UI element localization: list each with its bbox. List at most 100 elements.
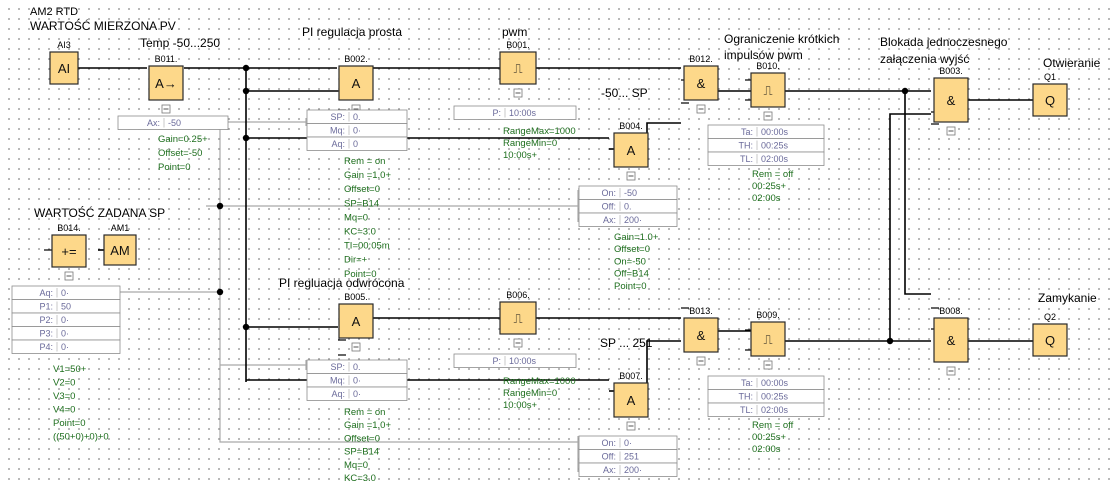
and-icon: & <box>697 328 706 343</box>
and-icon: & <box>947 93 956 108</box>
param-row[interactable] <box>306 136 408 151</box>
param-value: -50 <box>168 118 181 128</box>
param-table-0[interactable]: Ax:-50 <box>117 115 229 130</box>
param-line: 02:00s <box>752 193 781 204</box>
block-body[interactable] <box>49 51 79 85</box>
block-body[interactable] <box>683 65 719 101</box>
block-q1[interactable]: QQ1 <box>1032 72 1068 117</box>
block-body[interactable] <box>750 321 786 357</box>
block-label: Q2 <box>1044 312 1056 322</box>
math-icon: += <box>61 244 76 259</box>
block-label: B006. <box>506 290 530 300</box>
param-row[interactable] <box>453 105 577 120</box>
block-b010[interactable]: ⎍B010. <box>750 61 786 121</box>
block-label: B007. <box>619 371 643 381</box>
thr-icon: A <box>627 143 636 158</box>
block-body[interactable] <box>338 303 374 339</box>
param-line: Gain=0.25+ <box>158 134 208 145</box>
block-b008[interactable]: & B008. <box>933 306 969 376</box>
block-body[interactable] <box>499 301 537 335</box>
block-q2[interactable]: Q Q2 <box>1032 312 1068 357</box>
param-row[interactable] <box>11 339 121 354</box>
param-table-2[interactable]: P:10:00s <box>453 105 577 120</box>
param-line: 10:00s+ <box>503 150 538 161</box>
block-body[interactable] <box>933 77 969 123</box>
block-label: B009. <box>756 310 780 320</box>
param-line: 10:00s+ <box>503 400 538 411</box>
block-body[interactable] <box>499 51 537 85</box>
block-body[interactable] <box>51 234 87 268</box>
param-row[interactable] <box>578 462 678 477</box>
param-row[interactable] <box>578 212 678 227</box>
block-body[interactable] <box>1032 323 1068 357</box>
block-b013[interactable]: &B013. <box>683 306 719 366</box>
q-icon: Q <box>1045 333 1055 348</box>
param-line: KC=3.0 <box>344 227 376 238</box>
block-body[interactable] <box>933 317 969 363</box>
param-key: TL: <box>740 154 753 164</box>
param-table-7[interactable]: P:10:00s <box>453 353 577 368</box>
label-50-sp: -50... SP <box>601 86 648 100</box>
param-row[interactable] <box>306 386 408 401</box>
param-row[interactable] <box>117 115 229 130</box>
param-line: 00:25s+ <box>752 432 787 443</box>
param-line: Rem = on <box>344 156 385 167</box>
block-body[interactable] <box>338 65 374 101</box>
block-b011[interactable]: A→B011. <box>148 54 184 114</box>
param-line: ((50+0)+0)+0 <box>53 432 109 443</box>
block-body[interactable] <box>148 65 184 101</box>
param-line: 00:25s+ <box>752 181 787 192</box>
block-body[interactable] <box>1032 83 1068 117</box>
param-key: Off: <box>602 452 616 462</box>
block-body[interactable] <box>613 132 649 168</box>
param-key: Mq: <box>330 126 345 136</box>
and-icon: & <box>697 76 706 91</box>
block-b012[interactable]: &B012. <box>683 54 719 114</box>
block-b006[interactable]: ⎍B006. <box>499 290 537 348</box>
param-table-1[interactable]: SP:0.Mq:0·Aq:0 <box>306 109 408 151</box>
block-b001[interactable]: ⎍B001. <box>499 40 537 98</box>
param-row[interactable] <box>707 151 825 166</box>
block-b014[interactable]: +=B014. <box>51 223 87 281</box>
param-row[interactable] <box>707 402 825 417</box>
param-key: Ax: <box>603 465 616 475</box>
label-ograniczenie-kr-tkich: Ograniczenie krótkich <box>724 32 839 46</box>
block-b003[interactable]: &B003. <box>933 66 969 136</box>
gray-wire-1 <box>219 122 578 443</box>
param-value: -50 <box>624 188 637 198</box>
am-icon: AM <box>110 243 130 258</box>
block-body[interactable] <box>613 382 649 418</box>
block-body[interactable] <box>103 234 137 266</box>
param-row[interactable] <box>453 353 577 368</box>
block-b009[interactable]: ⎍B009. <box>750 310 786 370</box>
param-key: Aq: <box>331 139 345 149</box>
and-icon: & <box>947 333 956 348</box>
block-label: B005. <box>344 292 368 302</box>
block-body[interactable] <box>683 317 719 353</box>
param-line: Offset=0 <box>344 433 380 444</box>
junction-dot-7 <box>901 87 909 95</box>
junction-dot-5 <box>216 288 224 296</box>
block-body[interactable] <box>750 72 786 108</box>
signal-wire-17 <box>904 91 931 295</box>
param-line: Rem = off <box>752 169 794 180</box>
param-line: SP=B14 <box>344 198 379 209</box>
block-label: B008. <box>939 306 963 316</box>
param-line: SP=B14 <box>344 447 379 458</box>
param-table-6[interactable]: SP:0.Mq:0·Aq:0· <box>306 359 408 401</box>
pulse-icon: ⎍ <box>763 83 772 98</box>
junction-dot-3 <box>242 323 250 331</box>
